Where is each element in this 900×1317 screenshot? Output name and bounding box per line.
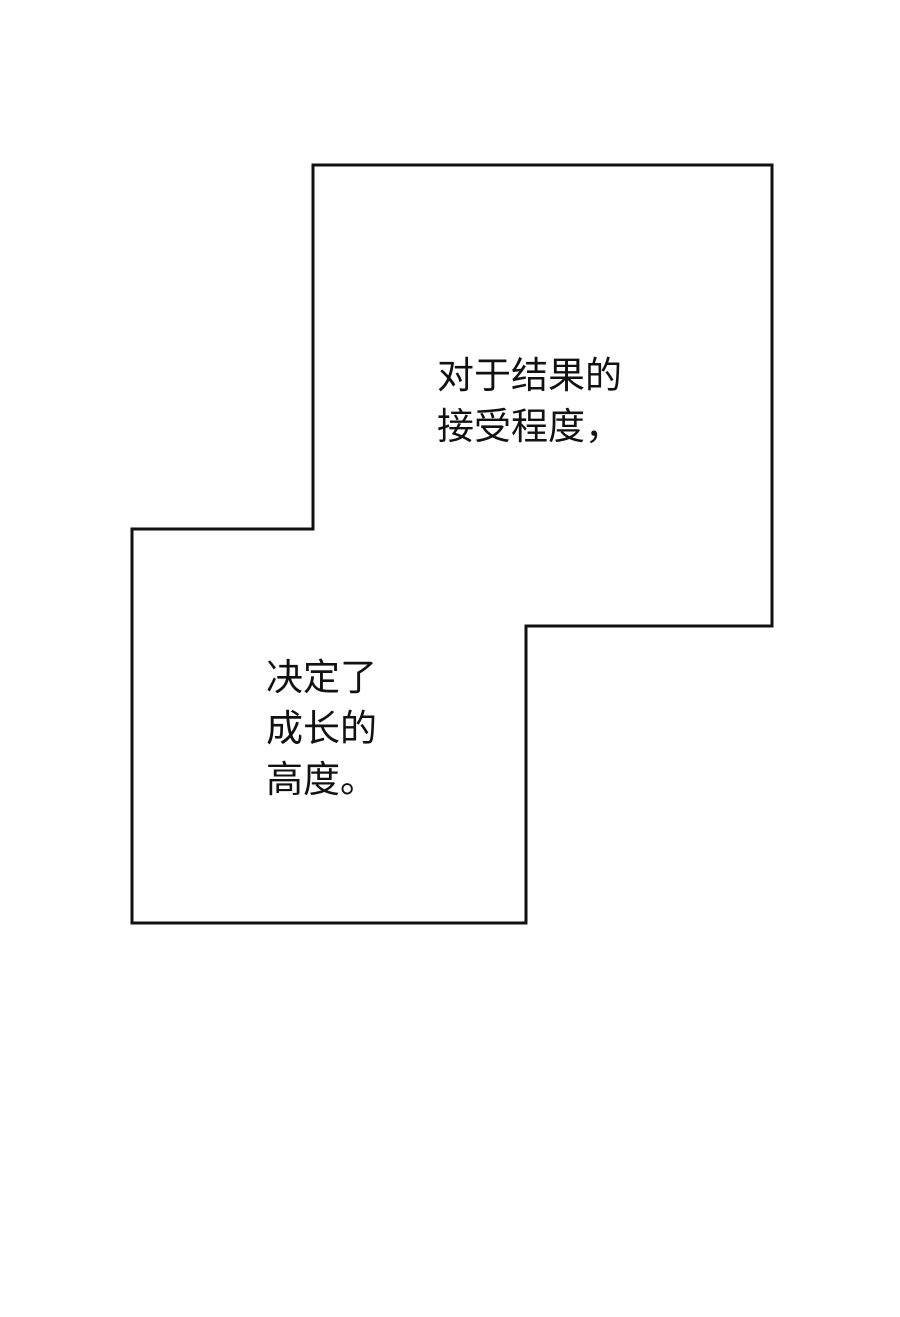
caption-top-line-2: 接受程度， [437, 405, 622, 448]
caption-bottom-line-1: 决定了 [266, 656, 377, 699]
caption-bottom-line-3: 高度。 [266, 758, 377, 801]
caption-top: 对于结果的 接受程度， [437, 350, 622, 452]
caption-bottom: 决定了 成长的 高度。 [266, 652, 377, 805]
caption-bottom-line-2: 成长的 [266, 707, 377, 750]
stepped-panel-border [130, 163, 774, 925]
caption-top-line-1: 对于结果的 [437, 354, 622, 397]
